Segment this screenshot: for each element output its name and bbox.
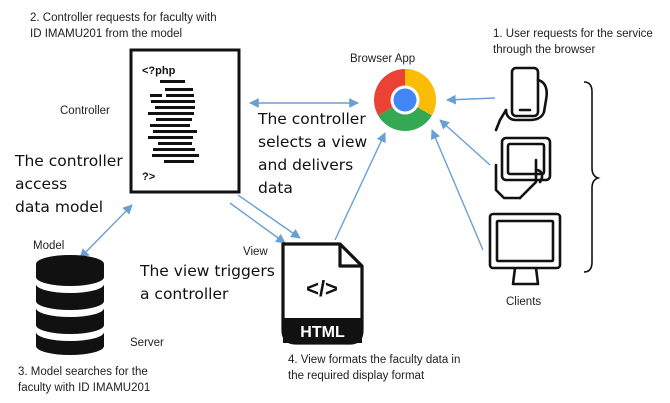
tablet-hand-icon	[494, 136, 552, 200]
html-label: HTML	[300, 324, 345, 341]
desktop-monitor-icon	[488, 212, 562, 286]
database-icon	[36, 255, 104, 355]
step-3-text: 3. Model searches for the faculty with I…	[18, 366, 151, 394]
arrow-tablet-browser	[439, 119, 491, 166]
php-open-tag: <?php	[142, 65, 176, 77]
view-label: View	[243, 246, 268, 258]
html-document-icon: </> HTML	[281, 242, 364, 345]
model-label: Model	[33, 240, 64, 252]
arrow-desktop-browser	[430, 129, 484, 251]
smartphone-hand-icon	[494, 66, 549, 132]
arrow-view-controller	[229, 202, 286, 244]
arrow-phone-browser	[446, 94, 496, 105]
step-4-text: 4. View formats the faculty data in the …	[288, 354, 464, 382]
code-lines	[148, 80, 199, 163]
clients-label: Clients	[506, 296, 541, 308]
controller-document-icon: <?php ?>	[129, 48, 241, 194]
arrow-model-controller	[79, 204, 133, 259]
controller-selects-caption: The controller selects a view and delive…	[257, 110, 372, 197]
browser-app-label: Browser App	[350, 53, 415, 65]
arrow-view-browser	[334, 132, 386, 241]
code-brackets-symbol: </>	[306, 276, 338, 301]
step-2-text: 2. Controller requests for faculty with …	[30, 12, 220, 40]
view-triggers-caption: The view triggers a controller	[139, 262, 280, 303]
server-label: Server	[130, 337, 164, 349]
chrome-browser-icon	[373, 69, 437, 132]
php-close-tag: ?>	[142, 171, 155, 183]
controller-access-caption: The controller access data model	[14, 152, 128, 216]
connection-arrows	[79, 94, 496, 259]
step-1-text: 1. User requests for the service through…	[493, 28, 656, 56]
clients-brace	[583, 81, 601, 273]
controller-label: Controller	[60, 105, 110, 117]
arrow-controller-view	[237, 194, 301, 239]
